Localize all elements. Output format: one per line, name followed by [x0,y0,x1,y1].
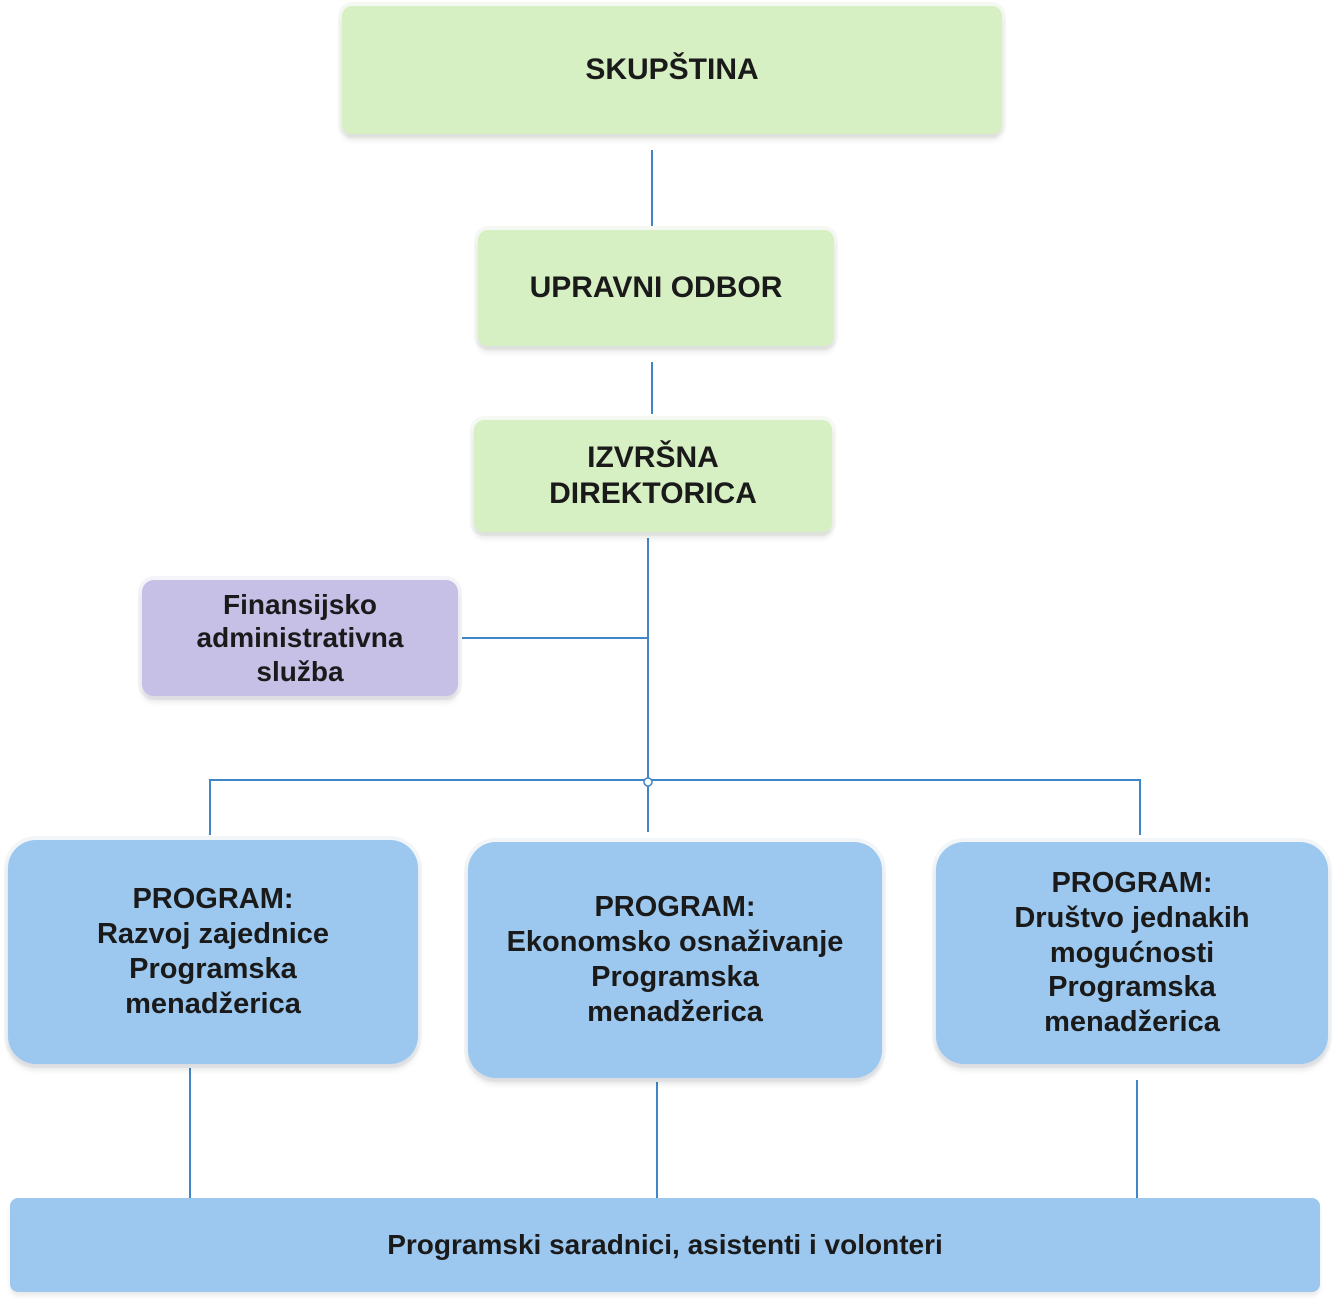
node-izvrsna-direktorica-label: IZVRŠNA DIREKTORICA [549,441,757,510]
node-program-2: PROGRAM: Ekonomsko osnaživanje Programsk… [468,842,882,1078]
node-finansijska-sluzba-label: Finansijsko administrativna služba [196,588,404,687]
node-izvrsna-direktorica: IZVRŠNA DIREKTORICA [474,420,832,532]
node-saradnici: Programski saradnici, asistenti i volont… [10,1198,1320,1292]
node-program-2-label: PROGRAM: Ekonomsko osnaživanje Programsk… [506,891,844,1028]
junction-dot [643,777,653,787]
node-program-1-label: PROGRAM: Razvoj zajednice Programska men… [96,883,330,1020]
node-upravni-odbor: UPRAVNI ODBOR [478,230,834,346]
node-finansijska-sluzba: Finansijsko administrativna služba [142,580,458,696]
connector-programs-horizontal [209,779,1141,835]
node-skupstina: SKUPŠTINA [342,6,1002,134]
node-program-3: PROGRAM: Društvo jednakih mogućnosti Pro… [936,842,1328,1064]
node-program-1: PROGRAM: Razvoj zajednice Programska men… [8,840,418,1064]
node-saradnici-label: Programski saradnici, asistenti i volont… [387,1229,943,1261]
node-upravni-odbor-label: UPRAVNI ODBOR [529,271,783,304]
node-program-3-label: PROGRAM: Društvo jednakih mogućnosti Pro… [1014,867,1250,1039]
node-skupstina-label: SKUPŠTINA [585,53,759,86]
